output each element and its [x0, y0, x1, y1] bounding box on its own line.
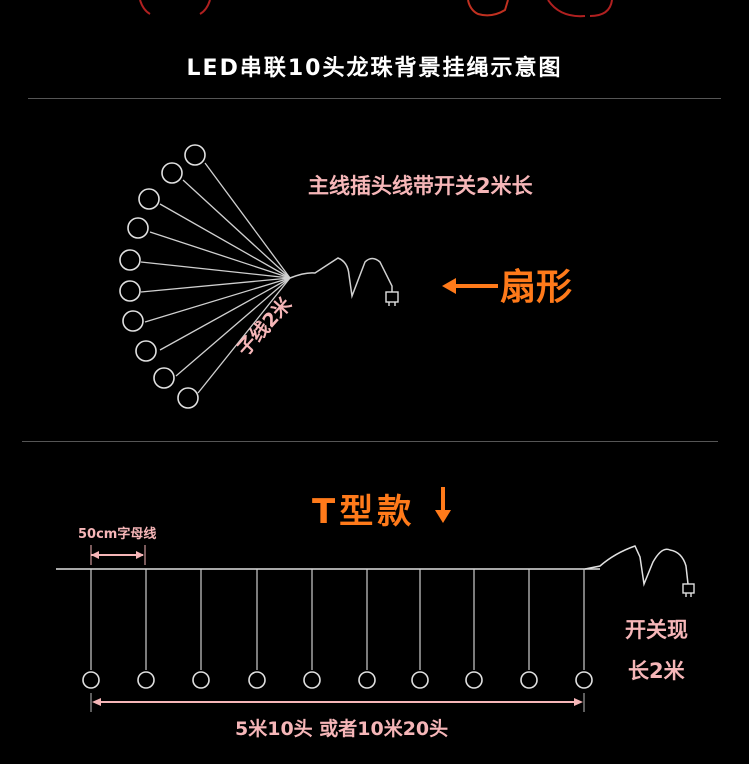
bulb — [193, 672, 209, 688]
left-arrow-icon — [442, 278, 498, 294]
fan-type-label: 扇形 — [500, 258, 572, 310]
fan-plug-icon — [386, 292, 398, 306]
spacing-label: 50cm字母线 — [78, 523, 156, 542]
bulb — [138, 672, 154, 688]
fan-bulbs — [120, 145, 205, 408]
bulb — [521, 672, 537, 688]
bulb — [162, 163, 182, 183]
switch-label-line2: 长2米 — [628, 655, 685, 685]
switch-label-line1: 开关现 — [625, 614, 688, 644]
t-drop-wires — [91, 569, 584, 670]
fan-main-cable — [290, 258, 392, 296]
length-arrow — [91, 693, 584, 712]
t-type-label: T型款 — [312, 484, 415, 533]
length-label: 5米10头 或者10米20头 — [235, 714, 448, 741]
bulb — [576, 672, 592, 688]
bulb — [136, 341, 156, 361]
bulb — [139, 189, 159, 209]
page-title: LED串联10头龙珠背景挂绳示意图 — [0, 50, 749, 82]
bulb — [249, 672, 265, 688]
bulb — [120, 250, 140, 270]
bulb — [359, 672, 375, 688]
bulb — [123, 311, 143, 331]
bulb — [412, 672, 428, 688]
bulb — [128, 218, 148, 238]
fan-wires — [141, 163, 290, 393]
bulb — [304, 672, 320, 688]
divider — [28, 98, 721, 99]
bulb — [185, 145, 205, 165]
down-arrow-icon — [435, 487, 451, 523]
bulb — [83, 672, 99, 688]
spacing-arrow — [91, 545, 145, 565]
t-switch-cable — [585, 546, 688, 584]
divider — [22, 441, 718, 442]
bulb — [120, 281, 140, 301]
t-plug-icon — [683, 584, 694, 597]
bulb — [178, 388, 198, 408]
bulb — [154, 368, 174, 388]
t-bulbs — [83, 672, 592, 688]
main-cable-label: 主线插头线带开关2米长 — [308, 170, 533, 200]
top-decoration — [140, 0, 612, 16]
bulb — [466, 672, 482, 688]
